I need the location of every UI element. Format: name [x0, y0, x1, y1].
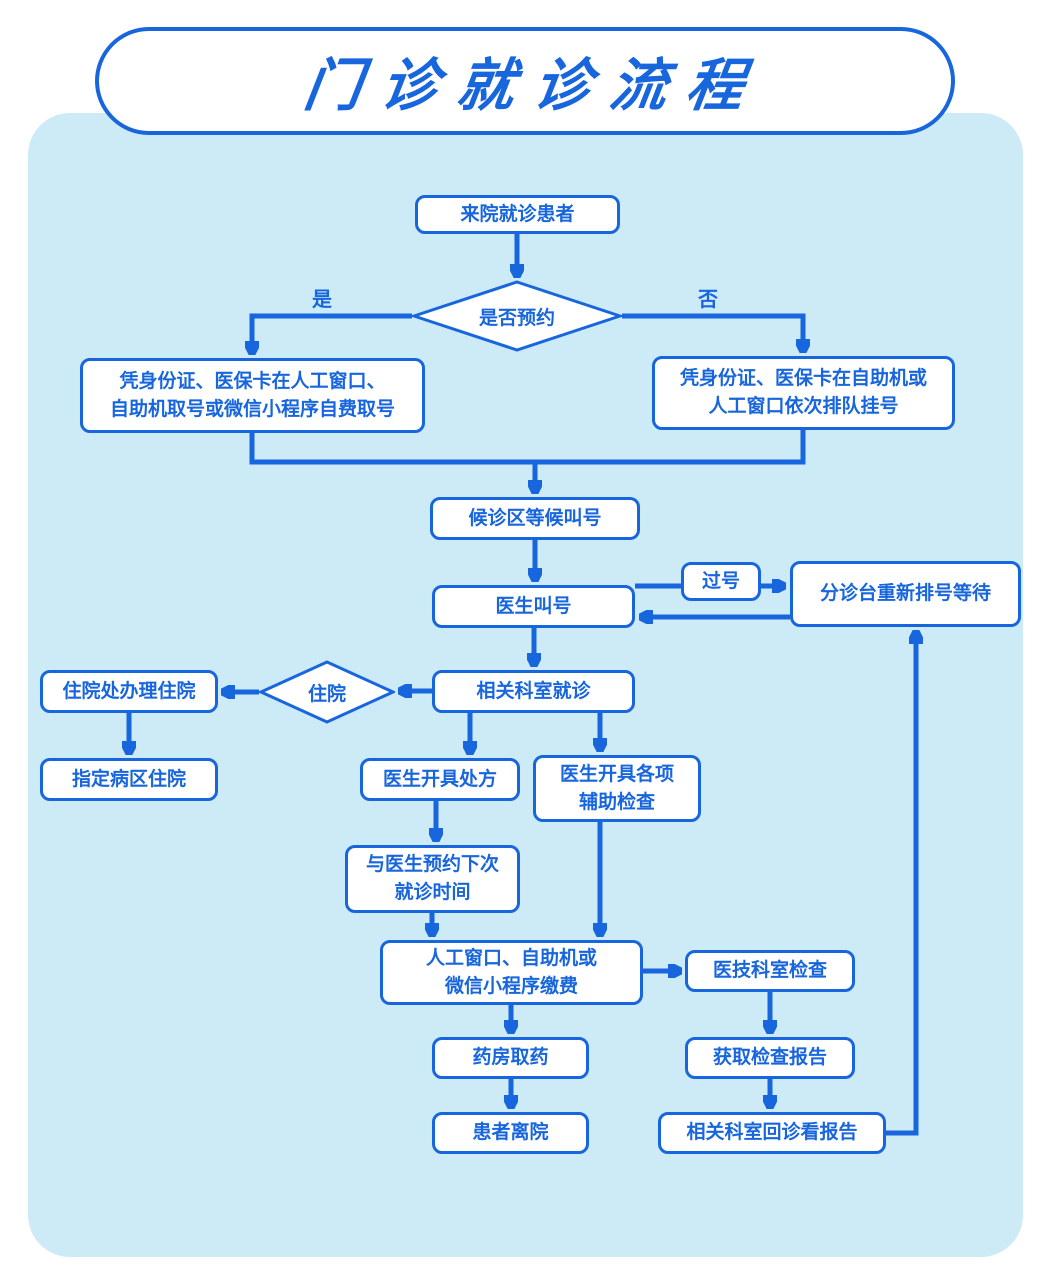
page-title: 门诊就诊流程 — [300, 54, 768, 118]
decision-hospitalize-shape — [259, 660, 395, 724]
flow-node-next-appointment: 与医生预约下次 就诊时间 — [345, 845, 520, 913]
flow-node-ward-stay: 指定病区住院 — [40, 758, 218, 801]
flow-node-return-report: 相关科室回诊看报告 — [658, 1112, 886, 1154]
flow-node-missed-number: 过号 — [681, 562, 761, 601]
flow-node-tech-exam: 医技科室检查 — [685, 950, 855, 992]
edge-label-yes: 是 — [312, 289, 332, 311]
flow-node-admission-office: 住院处办理住院 — [40, 670, 218, 713]
decision-appointment-shape — [412, 280, 622, 352]
decision-appointment-label: 是否预约 — [478, 307, 555, 329]
flow-node-get-report: 获取检查报告 — [685, 1037, 855, 1079]
flow-node-wait-area: 候诊区等候叫号 — [430, 497, 640, 540]
flow-node-aux-exam: 医生开具各项 辅助检查 — [533, 755, 701, 822]
flow-node-pharmacy: 药房取药 — [432, 1037, 589, 1079]
edge-label-no: 否 — [698, 289, 718, 311]
decision-hospitalize: 住院 — [259, 660, 395, 724]
flow-node-prescription: 医生开具处方 — [360, 758, 520, 801]
flow-node-dept-visit: 相关科室就诊 — [432, 670, 635, 713]
title-banner: 门诊就诊流程 — [95, 27, 955, 135]
flow-node-leave-hospital: 患者离院 — [432, 1112, 589, 1154]
flow-node-doctor-call: 医生叫号 — [432, 585, 635, 628]
decision-appointment: 是否预约 — [412, 280, 622, 352]
flow-node-register-appointment: 凭身份证、医保卡在人工窗口、 自助机取号或微信小程序自费取号 — [80, 358, 425, 433]
flow-node-payment: 人工窗口、自助机或 微信小程序缴费 — [380, 940, 643, 1005]
flow-node-triage-requeue: 分诊台重新排号等待 — [790, 561, 1021, 627]
decision-hospitalize-label: 住院 — [307, 683, 346, 705]
flow-node-register-queue: 凭身份证、医保卡在自助机或 人工窗口依次排队挂号 — [652, 356, 955, 430]
flow-node-patient-arrive: 来院就诊患者 — [415, 195, 620, 234]
